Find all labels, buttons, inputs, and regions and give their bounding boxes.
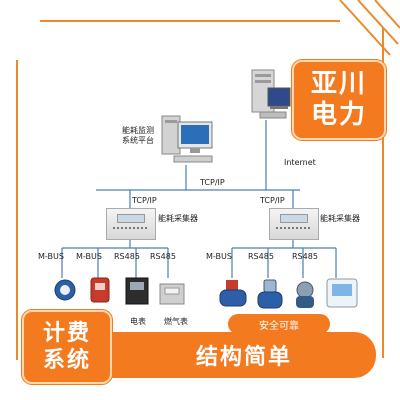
thermostat-panel-icon [326, 278, 358, 308]
server-computer-icon [251, 69, 291, 119]
frame-line-left [16, 60, 18, 360]
bus-label-1: M-BUS [38, 252, 64, 261]
collector-label-2: 能耗采集器 [320, 214, 360, 223]
platform-label: 能耗监测 系统平台 [122, 126, 154, 147]
heat-meter-icon [90, 277, 110, 303]
brand-badge: 亚川 电力 [292, 60, 386, 140]
simple-structure-banner: 结构简单 [112, 332, 376, 378]
bus-label-2: M-BUS [76, 252, 102, 261]
brand-line2: 电力 [310, 100, 367, 130]
bus-label-7: RS485 [292, 252, 318, 261]
platform-label-line2: 系统平台 [122, 136, 154, 146]
billing-system-badge: 计费 系统 [22, 310, 112, 384]
bus-label-5: M-BUS [206, 252, 232, 261]
platform-computer-icon [161, 115, 213, 163]
secure-reliable-pill: 安全可靠 [228, 314, 330, 334]
water-meter-icon [54, 279, 76, 301]
bus-label-4: RS485 [150, 252, 176, 261]
tcpip-label-1: TCP/IP [200, 178, 225, 187]
system-line2: 系统 [42, 348, 91, 373]
ribbon-decoration [339, 0, 400, 56]
electric-meter-icon [125, 277, 149, 305]
flow-meter-icon-2 [257, 279, 283, 309]
bus-label-3: RS485 [114, 252, 140, 261]
frame-line-right [382, 28, 384, 358]
internet-label: Internet [284, 158, 316, 167]
gas-meter-icon [159, 283, 185, 305]
frame-line-top [40, 20, 340, 22]
brand-line1: 亚川 [310, 69, 367, 100]
flow-meter-icon-3 [296, 281, 314, 308]
flow-meter-icon-1 [219, 280, 247, 307]
gas-meter-label: 燃气表 [164, 317, 188, 326]
tcpip-label-2: TCP/IP [132, 196, 157, 205]
platform-label-line1: 能耗监测 [122, 126, 154, 135]
system-line1: 计费 [42, 320, 91, 346]
collector-label-1: 能耗采集器 [158, 214, 198, 223]
collector-device-2 [269, 208, 319, 240]
bus-label-6: RS485 [248, 252, 274, 261]
collector-device-1 [106, 208, 156, 240]
electric-meter-label: 电表 [130, 317, 146, 326]
tcpip-label-3: TCP/IP [260, 196, 285, 205]
